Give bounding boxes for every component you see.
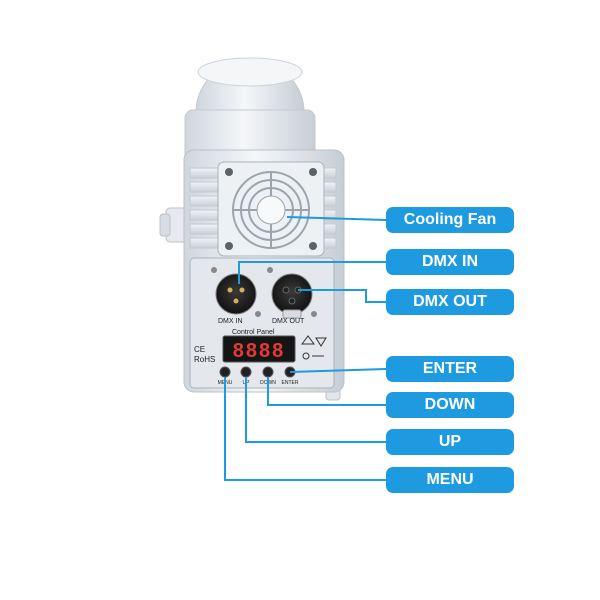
leader-down bbox=[267, 377, 386, 406]
control-panel-label: Control Panel bbox=[232, 329, 275, 336]
display-digits: 8888 bbox=[233, 340, 286, 362]
callout-enter: ENTER bbox=[386, 356, 514, 382]
callout-dmx-out: DMX OUT bbox=[386, 289, 514, 315]
lens-barrel bbox=[184, 57, 316, 181]
ce-mark: CE bbox=[194, 345, 205, 354]
down-hardware-button[interactable] bbox=[262, 366, 274, 378]
callout-up: UP bbox=[386, 429, 514, 455]
leader-up bbox=[245, 377, 386, 443]
up-hardware-button[interactable] bbox=[240, 366, 252, 378]
enter-button-label: ENTER bbox=[282, 380, 299, 386]
callout-dmx-in: DMX IN bbox=[386, 249, 514, 275]
leader-menu bbox=[224, 377, 386, 481]
leader-cooling-fan bbox=[286, 216, 387, 221]
leader-dmx-in bbox=[238, 261, 386, 284]
callout-menu: MENU bbox=[386, 467, 514, 493]
leader-dmx-out bbox=[298, 289, 386, 303]
callout-down: DOWN bbox=[386, 392, 514, 418]
cooling-fan bbox=[217, 161, 325, 257]
leader-lines bbox=[224, 216, 387, 481]
dmx-in-connector bbox=[211, 267, 261, 317]
rohs-mark: RoHS bbox=[194, 355, 215, 364]
warning-symbols-icon bbox=[301, 335, 327, 360]
leader-enter bbox=[289, 368, 387, 373]
menu-hardware-button[interactable] bbox=[219, 366, 231, 378]
dmx-in-panel-label: DMX IN bbox=[218, 318, 243, 325]
rear-panel: DMX IN DMX OUT Control Panel 8888 CE RoH… bbox=[189, 257, 335, 389]
callout-cooling-fan: Cooling Fan bbox=[386, 207, 514, 233]
led-display: 8888 bbox=[222, 335, 296, 363]
dmx-out-panel-label: DMX OUT bbox=[272, 318, 305, 325]
